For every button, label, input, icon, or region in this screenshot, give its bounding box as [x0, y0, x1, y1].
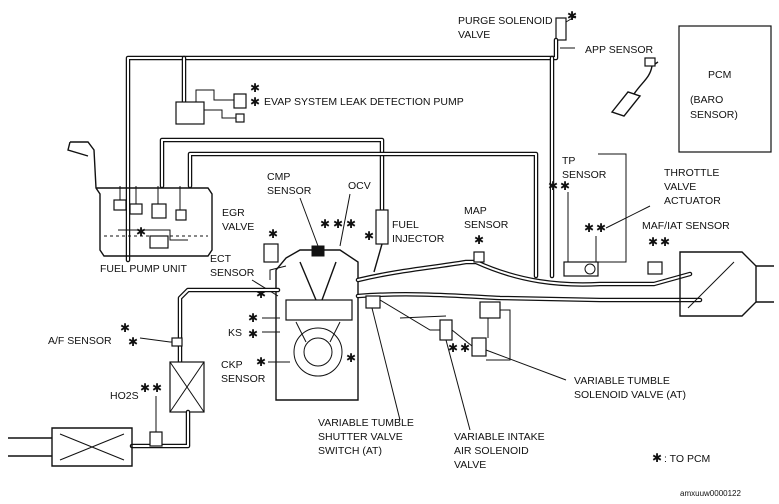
injector-star: ✱ [364, 229, 374, 243]
ocv-star-1: ✱ [333, 217, 343, 231]
pcm-box: PCM (BARO SENSOR) [678, 25, 772, 153]
ckp-sensor-label-1: CKP [221, 359, 243, 371]
fuel-tank [67, 141, 213, 257]
rear-catalytic-converter [8, 427, 133, 467]
throttle-star-2: ✱ [596, 221, 606, 235]
tp-star-2: ✱ [560, 179, 570, 193]
purge-solenoid-valve [555, 15, 577, 41]
map-star: ✱ [474, 233, 484, 247]
vt-shutter-label-2: SHUTTER VALVE [318, 431, 403, 443]
throttle-actuator-label-1: THROTTLE [664, 167, 719, 179]
evap-star-2: ✱ [250, 95, 260, 109]
ho2s-sensor [149, 431, 163, 447]
ks-star-1: ✱ [248, 311, 258, 325]
app-sensor-label: APP SENSOR [585, 44, 653, 56]
maf-star-2: ✱ [660, 235, 670, 249]
engine-block [269, 245, 359, 401]
ocv-label: OCV [348, 180, 371, 192]
ho2s-label: HO2S [110, 390, 139, 402]
ho2s-star-2: ✱ [152, 381, 162, 395]
ocv-leader [339, 193, 351, 247]
maf-star-1: ✱ [648, 235, 658, 249]
vacuum-hose-return [486, 309, 511, 361]
egr-valve-label-2: VALVE [222, 221, 254, 233]
pcm-harness [598, 153, 627, 263]
map-sensor-label-1: MAP [464, 205, 487, 217]
ect-sensor-label-2: SENSOR [210, 267, 255, 279]
maf-iat-sensor-label: MAF/IAT SENSOR [642, 220, 730, 232]
tp-sensor-label-1: TP [562, 155, 575, 167]
pcm-label: PCM [708, 69, 731, 81]
maf-iat-sensor [647, 261, 663, 275]
air-cleaner [679, 251, 774, 317]
vi-solenoid-label-3: VALVE [454, 459, 486, 471]
fuel-injector-label-1: FUEL [392, 219, 419, 231]
baro-label-2: SENSOR) [690, 109, 738, 121]
ocv-star-2: ✱ [346, 217, 356, 231]
evap-pump-label: EVAP SYSTEM LEAK DETECTION PUMP [264, 96, 464, 108]
fuel-injector [373, 209, 389, 273]
tp-sensor-label-2: SENSOR [562, 169, 607, 181]
throttle-star-1: ✱ [584, 221, 594, 235]
variable-intake-air-solenoid-valve [439, 319, 471, 431]
vt-shutter-label-3: SWITCH (AT) [318, 445, 382, 457]
vi-solenoid-label-2: AIR SOLENOID [454, 445, 529, 457]
ho2s-star-1: ✱ [140, 381, 150, 395]
legend-star: ✱ [652, 451, 662, 465]
ect-sensor-label-1: ECT [210, 253, 232, 265]
evap-leak-detection-pump [175, 89, 247, 125]
purge-solenoid-label-1: PURGE SOLENOID [458, 15, 553, 27]
accelerator-pedal [610, 57, 659, 117]
vi-solenoid-label-1: VARIABLE INTAKE [454, 431, 545, 443]
throttle-body [563, 261, 599, 277]
tp-star-1: ✱ [548, 179, 558, 193]
fuel-pump-unit-label: FUEL PUMP UNIT [100, 263, 188, 275]
af-star-1: ✱ [120, 321, 130, 335]
shutter-star: ✱ [346, 351, 356, 365]
vacuum-chamber [479, 301, 501, 319]
vt-shutter-label-1: VARIABLE TUMBLE [318, 417, 414, 429]
variable-tumble-shutter-valve [365, 295, 401, 421]
fuel-injector-label-2: INJECTOR [392, 233, 445, 245]
throttle-wire [595, 205, 651, 262]
legend-text: : TO PCM [664, 453, 710, 465]
egr-star: ✱ [268, 227, 278, 241]
cmp-star: ✱ [320, 217, 330, 231]
variable-tumble-solenoid-valve [471, 337, 567, 381]
vacuum-hoses [379, 299, 489, 347]
ks-label: KS [228, 327, 242, 339]
af-star-2: ✱ [128, 335, 138, 349]
egr-valve-label-1: EGR [222, 207, 245, 219]
purge-solenoid-label-2: VALVE [458, 29, 490, 41]
vt-solenoid-label-1: VARIABLE TUMBLE [574, 375, 670, 387]
map-sensor-label-2: SENSOR [464, 219, 509, 231]
ect-star: ✱ [256, 287, 266, 301]
fuel-pump-star: ✱ [136, 225, 146, 239]
drawing-code: amxuuw0000122 [680, 489, 741, 498]
map-sensor [473, 251, 485, 263]
throttle-actuator-label-3: ACTUATOR [664, 195, 721, 207]
throttle-actuator-label-2: VALVE [664, 181, 696, 193]
ckp-sensor-label-2: SENSOR [221, 373, 266, 385]
cmp-sensor-label-1: CMP [267, 171, 290, 183]
cmp-leader [299, 197, 319, 247]
af-sensor-label: A/F SENSOR [48, 335, 112, 347]
ks-star-2: ✱ [248, 327, 258, 341]
af-sensor [171, 337, 183, 347]
front-catalytic-converter [169, 361, 205, 413]
baro-label-1: (BARO [690, 94, 723, 106]
tumble-solenoid-star: ✱ [460, 341, 470, 355]
intake-solenoid-star: ✱ [448, 341, 458, 355]
cmp-sensor-label-2: SENSOR [267, 185, 312, 197]
vt-solenoid-label-2: SOLENOID VALVE (AT) [574, 389, 686, 401]
egr-valve [263, 243, 279, 263]
evap-star-1: ✱ [250, 81, 260, 95]
ks-leader [262, 317, 280, 333]
purge-star: ✱ [567, 9, 577, 23]
ckp-star: ✱ [256, 355, 266, 369]
